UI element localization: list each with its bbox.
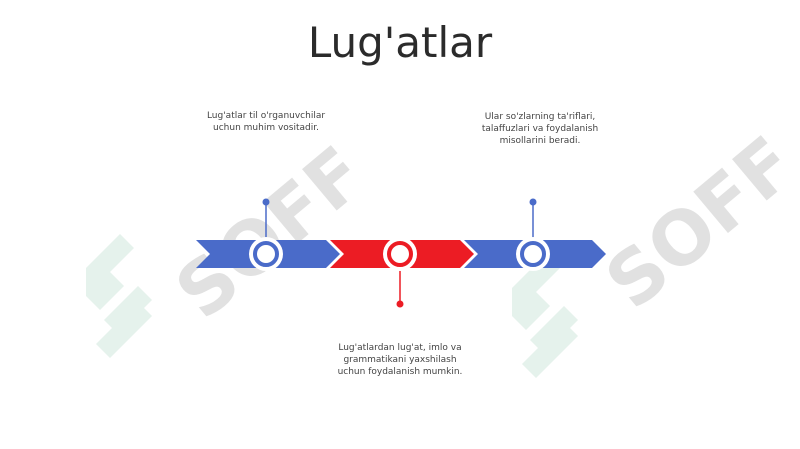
connector-dot-3 (529, 198, 537, 206)
milestone-text-2: Lug'atlardan lug'at, imlo va grammatikan… (320, 342, 480, 378)
milestone-text-3: Ular so'zlarning ta'riflari, talaffuzlar… (455, 111, 625, 147)
connector-dot-2 (396, 300, 404, 308)
milestone-text-3-line-1: Ular so'zlarning ta'riflari, (484, 112, 596, 122)
milestone-ring-2 (387, 241, 413, 267)
milestone-ring-3 (520, 241, 546, 267)
milestone-ring-1 (253, 241, 279, 267)
milestone-text-1-line-2: uchun muhim vositadir. (213, 123, 319, 133)
slide-title: Lug'atlar (307, 18, 493, 67)
milestone-text-2-line-1: Lug'atlardan lug'at, imlo va (338, 343, 462, 353)
milestone-text-1: Lug'atlar til o'rganuvchilar uchun muhim… (186, 110, 346, 134)
connector-dot-1 (262, 198, 270, 206)
milestone-text-2-line-2: grammatikani yaxshilash (343, 355, 457, 365)
milestone-text-2-line-3: uchun foydalanish mumkin. (337, 367, 463, 377)
milestone-text-1-line-1: Lug'atlar til o'rganuvchilar (206, 111, 326, 121)
milestone-text-3-line-3: misollarini beradi. (499, 136, 581, 146)
milestone-text-3-line-2: talaffuzlari va foydalanish (481, 124, 599, 134)
